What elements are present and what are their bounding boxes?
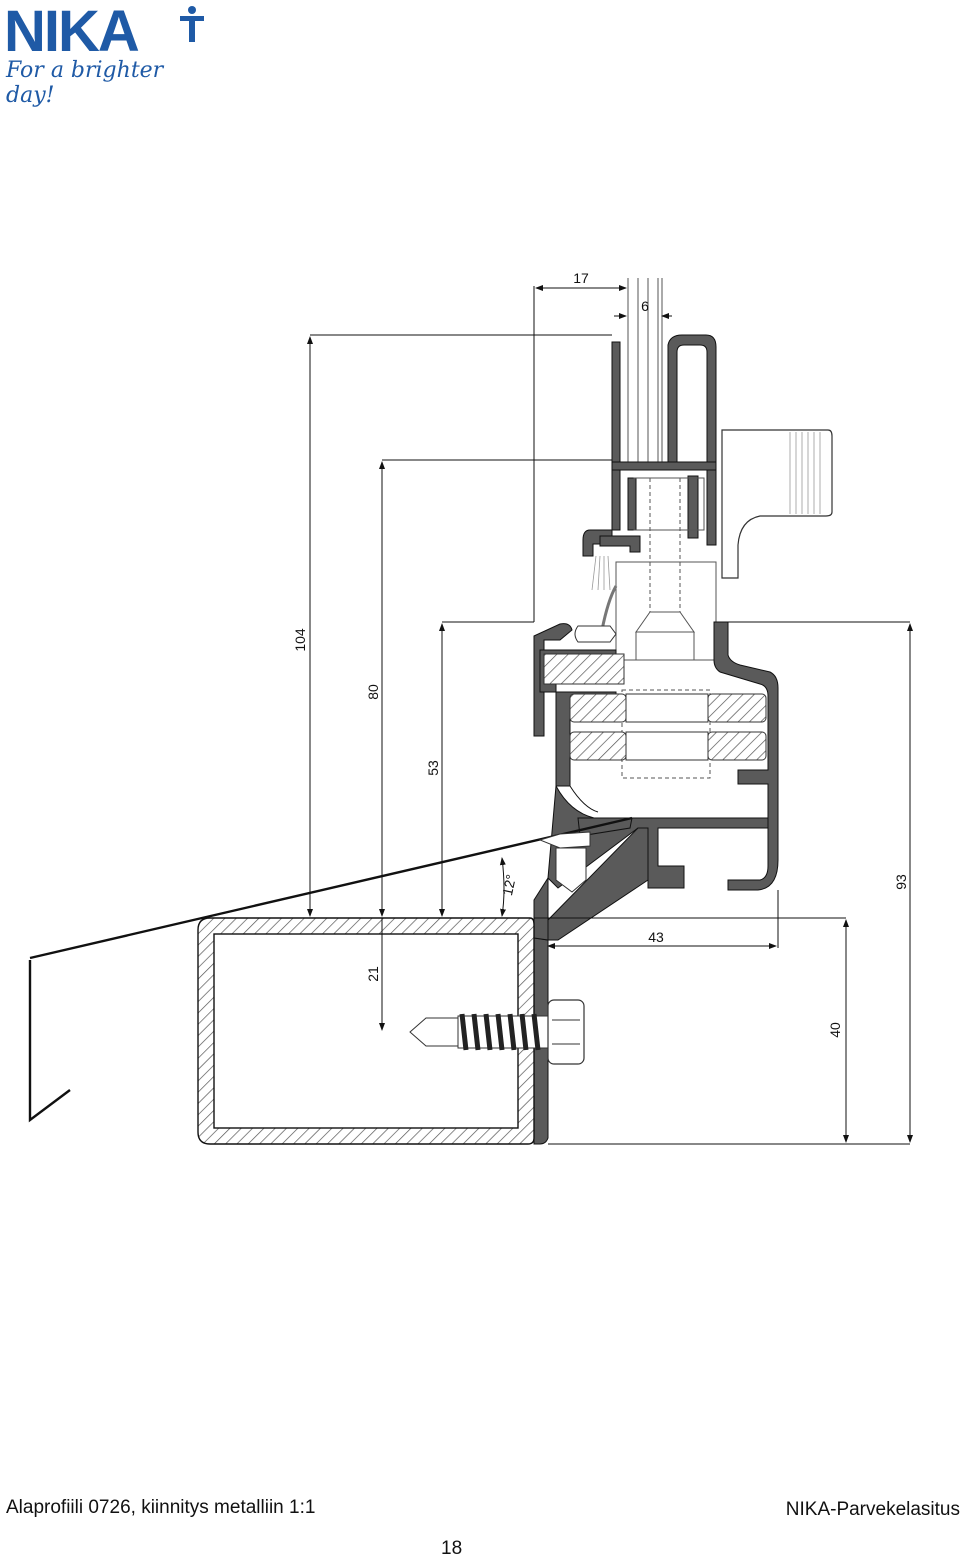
- gasket: [574, 625, 617, 643]
- dim-21: 21: [365, 966, 381, 982]
- handle-grooves: [789, 432, 821, 514]
- dim-43: 43: [648, 929, 664, 945]
- glass-panes: [627, 278, 663, 470]
- sash-insert: [633, 477, 705, 531]
- drawing-caption: Alaprofiili 0726, kiinnitys metalliin 1:…: [6, 1497, 316, 1518]
- page-number: 18: [441, 1538, 463, 1559]
- brush-seal: [591, 555, 611, 591]
- handle: [721, 429, 833, 579]
- seal-lip: [600, 585, 618, 631]
- tilted-cover: [29, 816, 633, 960]
- nika-logo: NIKA For a brighter day!: [0, 0, 215, 108]
- logo-figure-icon: [180, 6, 204, 42]
- cover-flap: [28, 960, 71, 1123]
- clip-screw: [538, 831, 591, 893]
- logo-tagline: For a brighter day!: [6, 58, 164, 108]
- dim-40: 40: [827, 1022, 843, 1038]
- roller-hub: [615, 478, 717, 779]
- dimension-lines: [307, 285, 913, 1145]
- sash-profile: [582, 334, 717, 557]
- dim-93: 93: [893, 874, 909, 890]
- dim-6: 6: [641, 298, 649, 314]
- dim-104: 104: [292, 628, 308, 652]
- drain-curve: [569, 785, 599, 813]
- dim-53: 53: [425, 760, 441, 776]
- rollers: [543, 653, 767, 761]
- product-name: NIKA-Parvekelasitus: [785, 1499, 960, 1520]
- dim-80: 80: [365, 684, 381, 700]
- logo-brand: NIKA: [4, 0, 140, 64]
- self-drilling-screw: [409, 999, 585, 1065]
- dim-12-degrees: 12°: [499, 873, 519, 897]
- dim-17: 17: [573, 270, 589, 286]
